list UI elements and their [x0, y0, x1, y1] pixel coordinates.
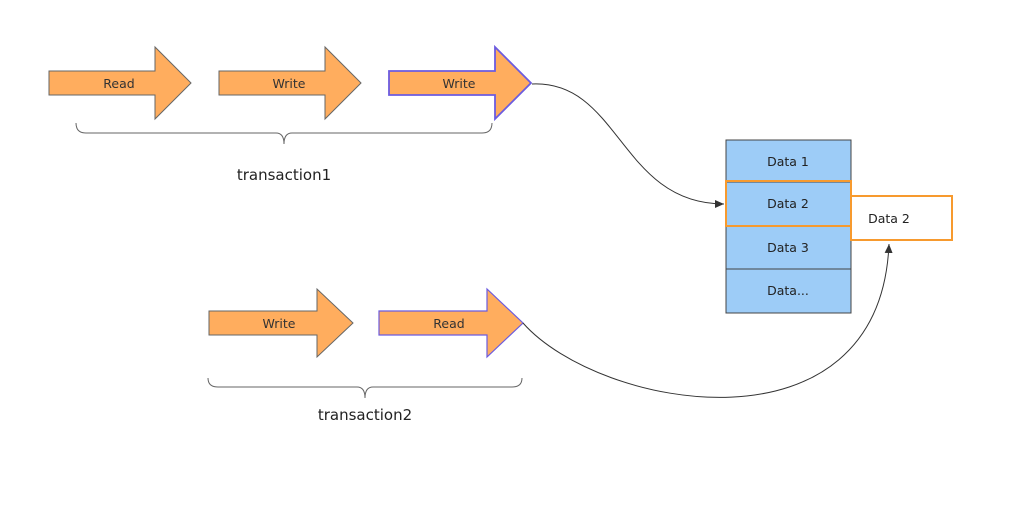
t1-op-write-1[interactable]: Write	[218, 45, 362, 121]
t2-op-write-label: Write	[262, 316, 295, 331]
data-cell-more-label: Data...	[767, 283, 809, 298]
connector-t2-to-data2-copy	[522, 243, 893, 398]
t2-op-read-label: Read	[433, 316, 464, 331]
transaction2-brace	[207, 377, 523, 399]
t1-op-read-label: Read	[103, 76, 134, 91]
t1-op-write-2[interactable]: Write	[388, 44, 533, 122]
data-cell-2[interactable]	[725, 181, 852, 227]
t2-op-write[interactable]: Write	[208, 287, 354, 359]
data-2-copy-label: Data 2	[868, 211, 910, 226]
data-cell-3-label: Data 3	[767, 240, 809, 255]
t1-op-write-2-label: Write	[442, 76, 475, 91]
data-cell-1-label: Data 1	[767, 154, 809, 169]
transaction1-label: transaction1	[237, 166, 331, 184]
t1-op-read[interactable]: Read	[48, 45, 192, 121]
data-storage-table: Data 1 Data 2 Data 3 Data...	[725, 139, 852, 314]
data-cell-2-label: Data 2	[767, 196, 809, 211]
data-cell-1[interactable]	[725, 139, 852, 183]
t1-op-write-1-label: Write	[272, 76, 305, 91]
data-cell-more[interactable]	[725, 268, 852, 314]
transaction2-label: transaction2	[318, 406, 412, 424]
transaction1-brace	[75, 122, 493, 145]
connector-t1-to-data2	[531, 83, 725, 208]
t2-op-read[interactable]: Read	[378, 287, 524, 359]
data-2-copy-box[interactable]	[850, 195, 953, 241]
